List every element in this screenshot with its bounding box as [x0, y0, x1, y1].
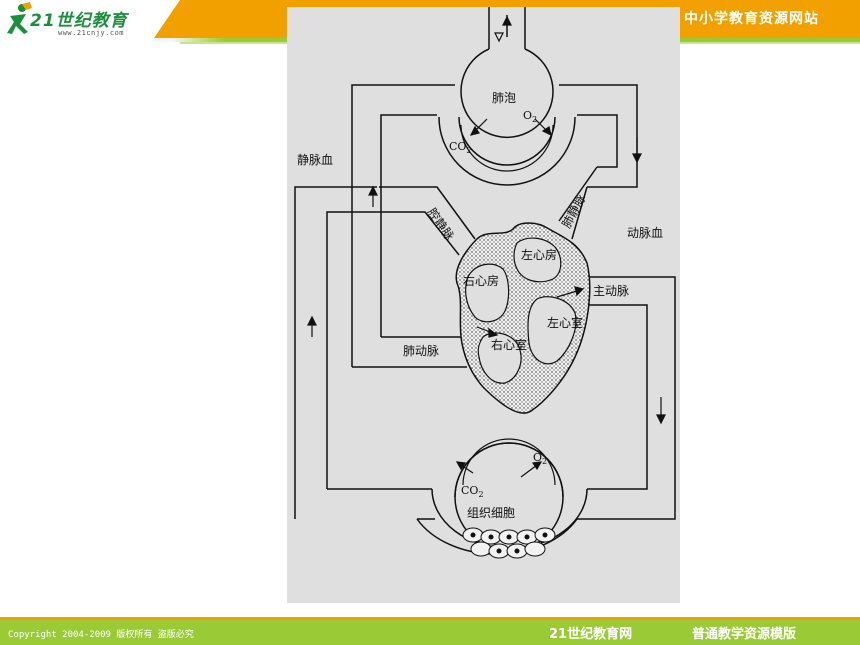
venous-up-arrow-icon: [368, 185, 378, 196]
label-pulmonary-artery: 肺动脉: [403, 343, 439, 358]
copyright-text: Copyright 2004-2009 版权所有 盗版必究: [8, 630, 194, 640]
tissue-cells-cluster: [462, 527, 556, 559]
aorta-arrow-icon: [574, 286, 585, 297]
air-in-arrow-icon: [502, 15, 512, 26]
runner-logo-icon: [7, 2, 32, 34]
venous-up-arrow-2-icon: [307, 315, 317, 326]
label-co2-bottom: CO2: [461, 484, 484, 499]
label-aorta: 主动脉: [593, 283, 629, 298]
label-co2-top: CO2: [449, 140, 472, 155]
label-left-atrium: 左心房: [521, 247, 557, 262]
arterial-down-arrow-icon: [632, 153, 642, 164]
footer-template-label: 普通教学资源模版: [692, 627, 797, 642]
footer-line: [0, 617, 860, 620]
logo[interactable]: 21世纪教育 www.21cnjy.com: [0, 0, 180, 42]
o2-in-arrow-icon: [541, 126, 552, 137]
ra-to-rv-arrow-icon: [488, 327, 499, 338]
label-o2-bottom: O2: [533, 451, 547, 466]
label-o2-top: O2: [523, 109, 537, 124]
footer-bar: [0, 620, 860, 645]
circulation-svg: 肺泡 O2 CO2 静脉血 动脉血 腔静脉 肺静脉 右心房 左心房 主动脉 左心…: [294, 7, 676, 559]
co2-out-arrow-icon: [469, 125, 480, 136]
systemic-down-arrow-icon: [656, 414, 666, 425]
label-alveolus: 肺泡: [492, 91, 516, 105]
label-arterial-blood: 动脉血: [627, 225, 663, 240]
label-tissue-cells: 组织细胞: [467, 506, 515, 520]
circulation-diagram: 肺泡 O2 CO2 静脉血 动脉血 腔静脉 肺静脉 右心房 左心房 主动脉 左心…: [287, 7, 680, 603]
logo-url: www.21cnjy.com: [58, 29, 125, 37]
label-left-ventricle: 左心室: [547, 315, 583, 330]
site-title: 中小学教育资源网站: [684, 11, 819, 27]
label-right-atrium: 右心房: [463, 273, 499, 288]
label-vena-cava: 腔静脉: [425, 205, 458, 243]
o2-tissue-arrow-icon: [531, 461, 543, 471]
footer-brand-link[interactable]: 21世纪教育网: [549, 627, 633, 642]
logo-text: 21世纪教育: [30, 11, 128, 31]
label-pulmonary-vein: 肺静脉: [558, 192, 588, 231]
label-right-ventricle: 右心室: [491, 337, 527, 352]
label-venous-blood: 静脉血: [297, 152, 333, 167]
co2-tissue-arrow-icon: [455, 461, 467, 471]
